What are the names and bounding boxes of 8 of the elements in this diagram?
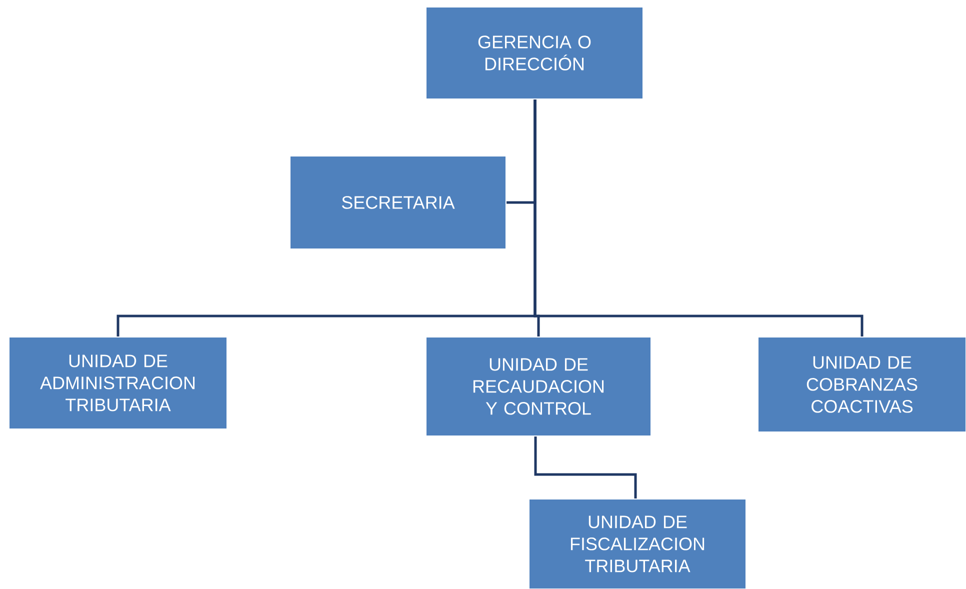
org-box: UNIDAD DE RECAUDACION Y CONTROL [426,336,652,436]
org-box: SECRETARIA [290,156,506,250]
connector-line [534,436,637,498]
org-box: UNIDAD DE COBRANZAS COACTIVAS [758,336,966,432]
org-box: GERENCIA O DIRECCIÓN [426,6,644,100]
org-box: UNIDAD DE FISCALIZACION TRIBUTARIA [528,498,746,589]
org-box: UNIDAD DE ADMINISTRACION TRIBUTARIA [8,336,228,430]
connector-line [534,100,864,336]
